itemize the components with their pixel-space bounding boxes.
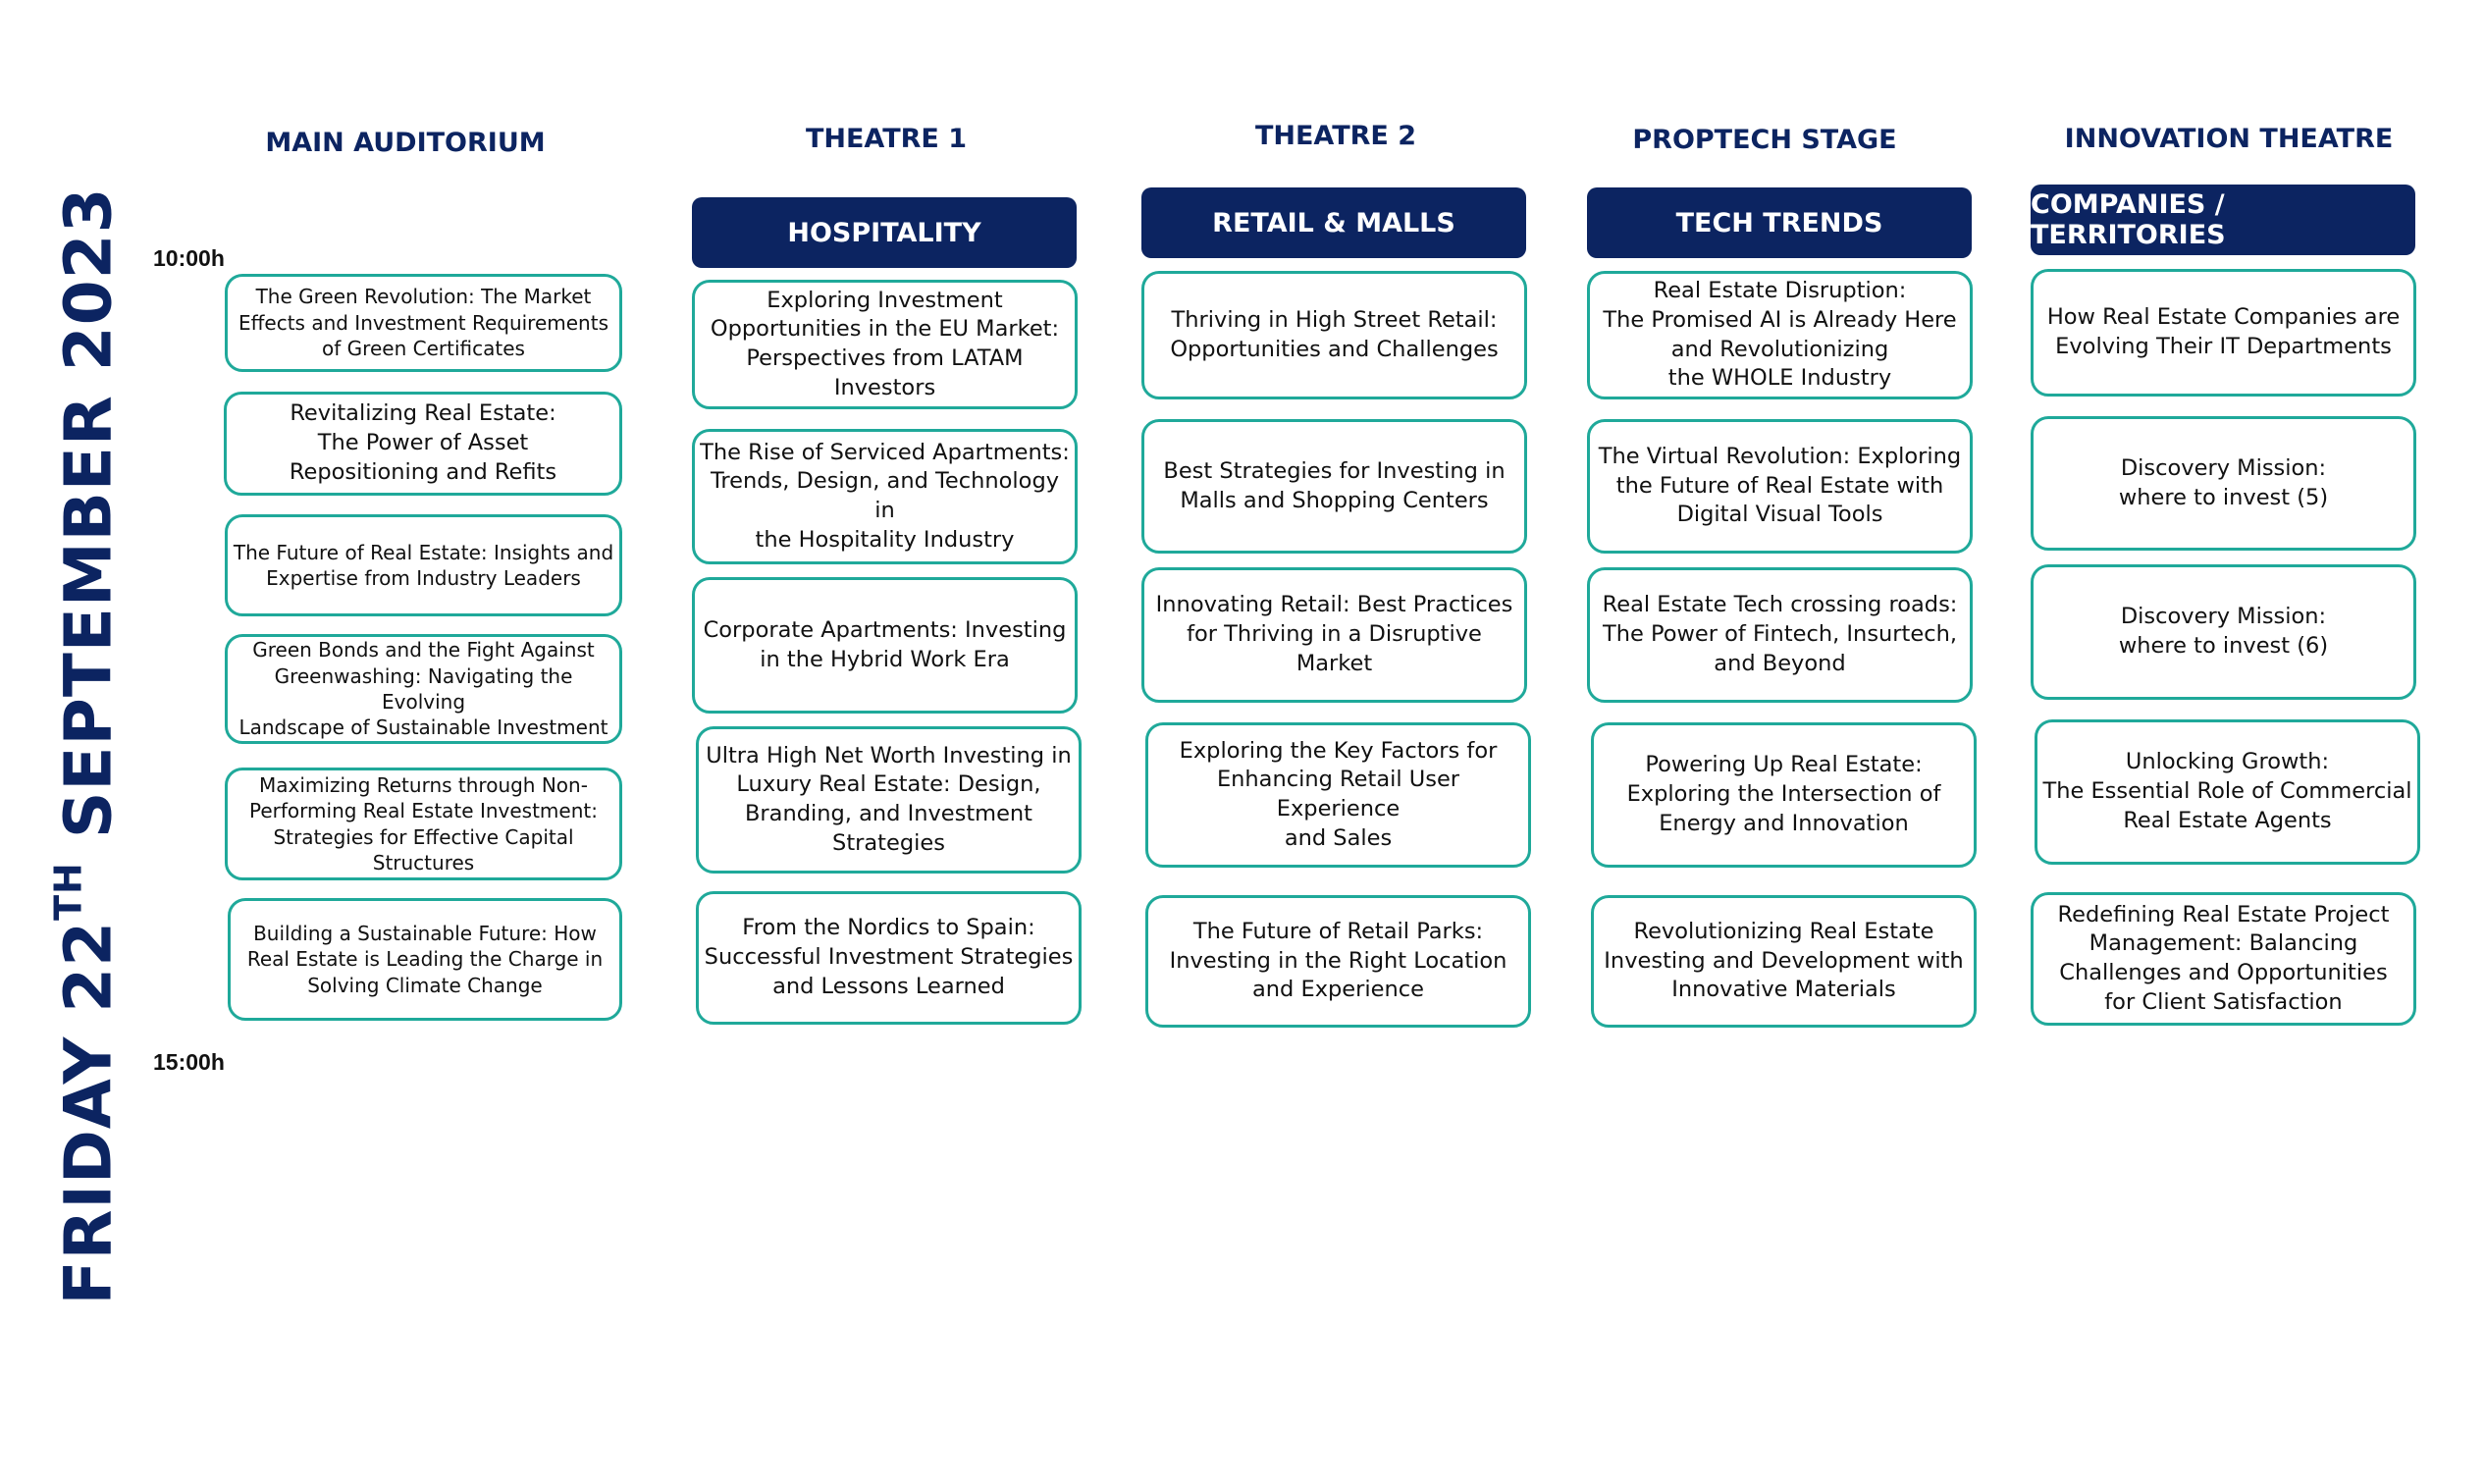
session-card[interactable]: Best Strategies for Investing in Malls a…	[1141, 419, 1527, 554]
day-label: FRIDAY 22TH SEPTEMBER 2023	[47, 186, 127, 1304]
session-card[interactable]: Thriving in High Street Retail: Opportun…	[1141, 271, 1527, 399]
session-card[interactable]: Exploring the Key Factors for Enhancing …	[1145, 722, 1531, 868]
track-hospitality: HOSPITALITY	[692, 197, 1077, 268]
session-card[interactable]: Discovery Mission: where to invest (6)	[2031, 564, 2416, 700]
session-card[interactable]: The Rise of Serviced Apartments: Trends,…	[692, 429, 1078, 564]
column-title-innovation-theatre: INNOVATION THEATRE	[2064, 124, 2394, 154]
session-card[interactable]: Revolutionizing Real Estate Investing an…	[1591, 895, 1977, 1028]
session-card[interactable]: Green Bonds and the Fight Against Greenw…	[225, 634, 622, 744]
session-card[interactable]: From the Nordics to Spain: Successful In…	[696, 891, 1082, 1025]
session-card[interactable]: Powering Up Real Estate: Exploring the I…	[1591, 722, 1977, 868]
session-card[interactable]: The Green Revolution: The Market Effects…	[225, 274, 622, 372]
session-card[interactable]: Ultra High Net Worth Investing in Luxury…	[696, 726, 1082, 874]
session-card[interactable]: Innovating Retail: Best Practices for Th…	[1141, 567, 1527, 703]
track-companies-territories: COMPANIES / TERRITORIES	[2031, 185, 2415, 255]
session-card[interactable]: How Real Estate Companies are Evolving T…	[2031, 269, 2416, 397]
day-label-rest: SEPTEMBER 2023	[50, 186, 127, 863]
day-label-suffix: TH	[46, 862, 90, 921]
end-time: 15:00h	[153, 1049, 225, 1075]
session-card[interactable]: The Virtual Revolution: Exploring the Fu…	[1587, 419, 1973, 554]
session-card[interactable]: Redefining Real Estate Project Managemen…	[2031, 892, 2416, 1026]
column-title-theatre-2: THEATRE 2	[1254, 121, 1417, 151]
session-card[interactable]: Building a Sustainable Future: How Real …	[228, 898, 622, 1021]
session-card[interactable]: Corporate Apartments: Investing in the H…	[692, 577, 1078, 714]
session-card[interactable]: The Future of Real Estate: Insights and …	[225, 514, 622, 616]
session-card[interactable]: Maximizing Returns through Non- Performi…	[225, 768, 622, 880]
session-card[interactable]: Real Estate Disruption: The Promised AI …	[1587, 271, 1973, 399]
session-card[interactable]: Revitalizing Real Estate: The Power of A…	[224, 392, 622, 496]
day-label-prefix: FRIDAY 22	[50, 920, 127, 1305]
session-card[interactable]: Unlocking Growth: The Essential Role of …	[2035, 719, 2420, 865]
start-time: 10:00h	[153, 245, 225, 271]
session-card[interactable]: Discovery Mission: where to invest (5)	[2031, 416, 2416, 551]
session-card[interactable]: The Future of Retail Parks: Investing in…	[1145, 895, 1531, 1028]
column-title-proptech-stage: PROPTECH STAGE	[1632, 125, 1897, 155]
track-retail-malls: RETAIL & MALLS	[1141, 187, 1526, 258]
track-tech-trends: TECH TRENDS	[1587, 187, 1972, 258]
session-card[interactable]: Real Estate Tech crossing roads: The Pow…	[1587, 567, 1973, 703]
session-card[interactable]: Exploring Investment Opportunities in th…	[692, 280, 1078, 409]
column-title-main-auditorium: MAIN AUDITORIUM	[265, 128, 546, 158]
column-title-theatre-1: THEATRE 1	[805, 124, 968, 154]
